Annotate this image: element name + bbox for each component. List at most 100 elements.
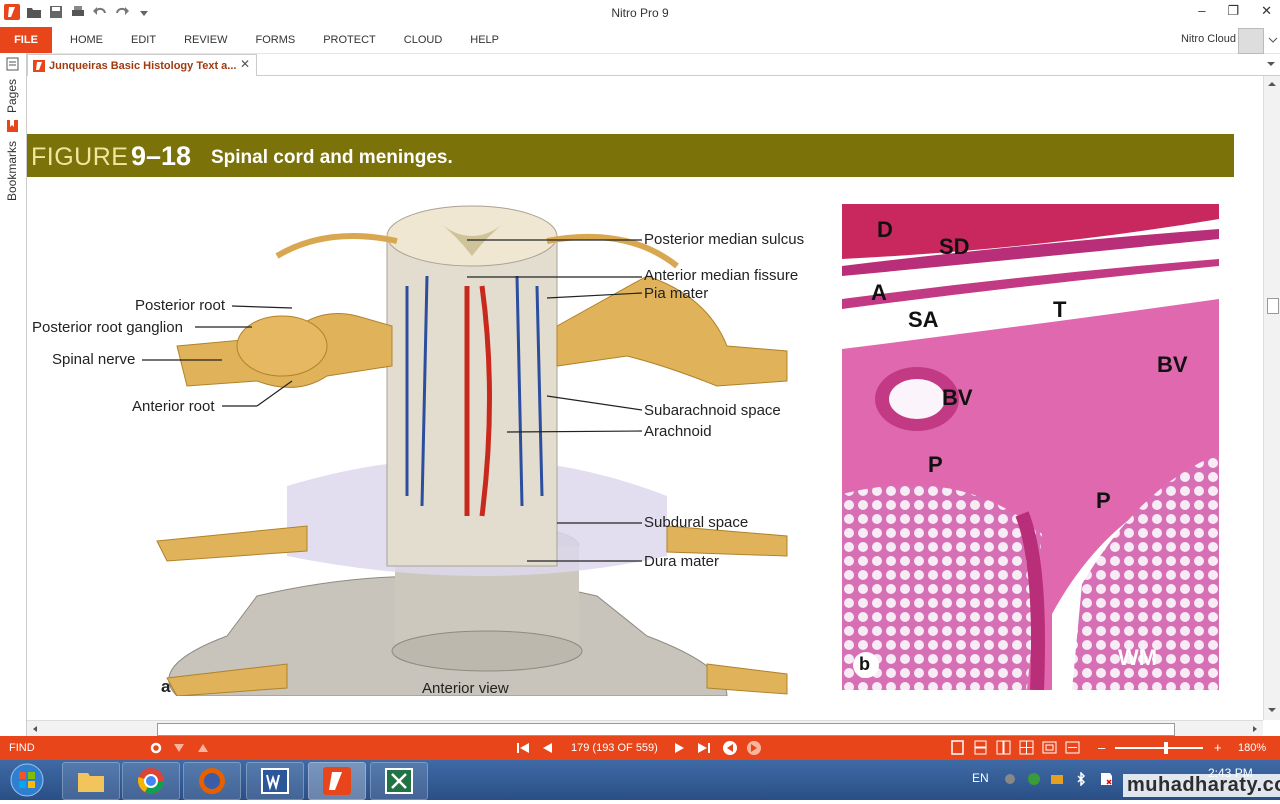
side-panel: Pages Bookmarks: [0, 53, 27, 736]
vertical-scrollbar[interactable]: [1263, 76, 1280, 720]
facing-continuous-view-icon[interactable]: [1019, 740, 1034, 755]
document-viewport: FIGURE 9–18 Spinal cord and meninges.: [27, 76, 1262, 720]
label-arachnoid: Arachnoid: [644, 423, 712, 440]
minimize-icon[interactable]: –: [1198, 3, 1206, 18]
window-controls: – ❐ ✕: [1198, 3, 1272, 19]
nitro-logo-icon: [4, 4, 20, 20]
help-tray-icon[interactable]: [1004, 773, 1016, 785]
previous-page-icon[interactable]: [541, 742, 553, 754]
tab-list-icon[interactable]: [1266, 60, 1276, 68]
last-page-icon[interactable]: [697, 742, 711, 754]
pages-panel-label[interactable]: Pages: [5, 78, 19, 113]
language-indicator[interactable]: EN: [972, 771, 989, 785]
save-icon[interactable]: [48, 4, 64, 20]
document-tab-strip: Junqueiras Basic Histology Text a... ✕: [27, 53, 1280, 76]
label-subarachnoid-space: Subarachnoid space: [644, 402, 781, 419]
label-subdural-space: Subdural space: [644, 514, 749, 531]
pages-icon[interactable]: [6, 57, 19, 71]
document-tab-title: Junqueiras Basic Histology Text a...: [49, 59, 237, 72]
go-forward-icon[interactable]: [746, 740, 762, 756]
app-tray-icon[interactable]: [1050, 772, 1064, 786]
label-pia-mater: Pia mater: [644, 285, 709, 302]
taskbar-nitro[interactable]: [308, 762, 366, 800]
fit-page-icon[interactable]: [1042, 740, 1057, 755]
label-anterior-median-fissure: Anterior median fissure: [644, 267, 799, 284]
taskbar-chrome[interactable]: [122, 762, 180, 800]
taskbar-firefox[interactable]: [183, 762, 241, 800]
find-label[interactable]: FIND: [9, 742, 35, 754]
bluetooth-icon[interactable]: [1076, 772, 1086, 786]
figure-header: FIGURE 9–18 Spinal cord and meninges.: [27, 134, 1234, 177]
single-page-view-icon[interactable]: [950, 740, 965, 755]
scroll-right-icon[interactable]: [1251, 725, 1259, 733]
zoom-slider[interactable]: [1115, 747, 1203, 749]
network-tray-icon[interactable]: [1027, 772, 1041, 786]
label-posterior-median-sulcus: Posterior median sulcus: [644, 231, 805, 248]
horizontal-scrollbar[interactable]: [27, 720, 1263, 737]
vertical-scroll-thumb[interactable]: [1267, 298, 1279, 314]
close-tab-icon[interactable]: ✕: [239, 57, 250, 71]
redo-icon[interactable]: [114, 4, 130, 20]
taskbar-excel[interactable]: [370, 762, 428, 800]
facing-view-icon[interactable]: [996, 740, 1011, 755]
print-icon[interactable]: [70, 4, 86, 20]
status-bar: FIND 179 (193 OF 559) – + 180%: [0, 736, 1280, 760]
scroll-down-icon[interactable]: [1267, 706, 1277, 714]
customize-toolbar-icon[interactable]: [136, 4, 152, 20]
micro-label-bv: BV: [1157, 352, 1188, 377]
micro-label-t: T: [1053, 297, 1067, 322]
page-indicator[interactable]: 179 (193 OF 559): [571, 742, 658, 754]
tab-help[interactable]: HELP: [470, 34, 500, 46]
panel-a-letter: a: [161, 677, 171, 696]
maximize-icon[interactable]: ❐: [1227, 3, 1240, 18]
avatar[interactable]: [1238, 28, 1264, 54]
figure-label: FIGURE: [31, 143, 129, 171]
label-leader-lines: [142, 239, 643, 562]
label-spinal-nerve: Spinal nerve: [52, 351, 136, 368]
scroll-up-icon[interactable]: [1267, 80, 1277, 88]
next-page-icon[interactable]: [674, 742, 686, 754]
menu-tabs: HOME EDIT REVIEW FORMS PROTECT CLOUD HEL…: [56, 27, 513, 53]
close-icon[interactable]: ✕: [1261, 3, 1272, 18]
open-folder-icon[interactable]: [26, 4, 42, 20]
zoom-slider-thumb[interactable]: [1164, 742, 1168, 754]
micro-label-p: P: [928, 452, 943, 477]
tab-review[interactable]: REVIEW: [184, 34, 228, 46]
start-button-icon[interactable]: [8, 762, 46, 798]
find-previous-icon[interactable]: [197, 743, 209, 753]
tab-forms[interactable]: FORMS: [255, 34, 296, 46]
settings-gear-icon[interactable]: [150, 742, 162, 754]
word-icon: [261, 768, 289, 794]
action-center-icon[interactable]: [1099, 772, 1113, 786]
taskbar-explorer[interactable]: [62, 762, 120, 800]
undo-icon[interactable]: [92, 4, 108, 20]
title-bar: Nitro Pro 9 – ❐ ✕: [0, 0, 1280, 27]
cloud-user-name[interactable]: Nitro Cloud: [1180, 33, 1236, 45]
tab-edit[interactable]: EDIT: [131, 34, 157, 46]
tab-home[interactable]: HOME: [70, 34, 103, 46]
document-tab[interactable]: Junqueiras Basic Histology Text a... ✕: [27, 54, 257, 76]
horizontal-scroll-thumb[interactable]: [157, 723, 1175, 736]
windows-taskbar: EN 2:43 PM muhadharaty.com: [0, 760, 1280, 800]
panel-a-view-caption: Anterior view: [422, 680, 509, 697]
fit-width-icon[interactable]: [1065, 740, 1080, 755]
first-page-icon[interactable]: [516, 742, 530, 754]
bookmarks-panel-label[interactable]: Bookmarks: [5, 140, 19, 201]
histology-micrograph: D SD A SA T BV BV P P WM b: [842, 204, 1219, 690]
find-next-icon[interactable]: [173, 743, 185, 753]
file-tab[interactable]: FILE: [0, 27, 52, 53]
micrograph-image: [842, 204, 1219, 690]
taskbar-word[interactable]: [246, 762, 304, 800]
go-back-icon[interactable]: [722, 740, 738, 756]
bookmarks-icon[interactable]: [6, 119, 19, 133]
zoom-level[interactable]: 180%: [1238, 742, 1267, 754]
zoom-in-icon[interactable]: +: [1214, 740, 1222, 755]
tab-protect[interactable]: PROTECT: [323, 34, 376, 46]
ribbon-collapse-icon[interactable]: [1268, 36, 1278, 44]
continuous-view-icon[interactable]: [973, 740, 988, 755]
tab-cloud[interactable]: CLOUD: [403, 34, 443, 46]
folder-icon: [78, 773, 104, 792]
scroll-left-icon[interactable]: [31, 725, 39, 733]
zoom-out-icon[interactable]: –: [1098, 740, 1106, 755]
ribbon-menu: FILE HOME EDIT REVIEW FORMS PROTECT CLOU…: [0, 27, 1280, 54]
